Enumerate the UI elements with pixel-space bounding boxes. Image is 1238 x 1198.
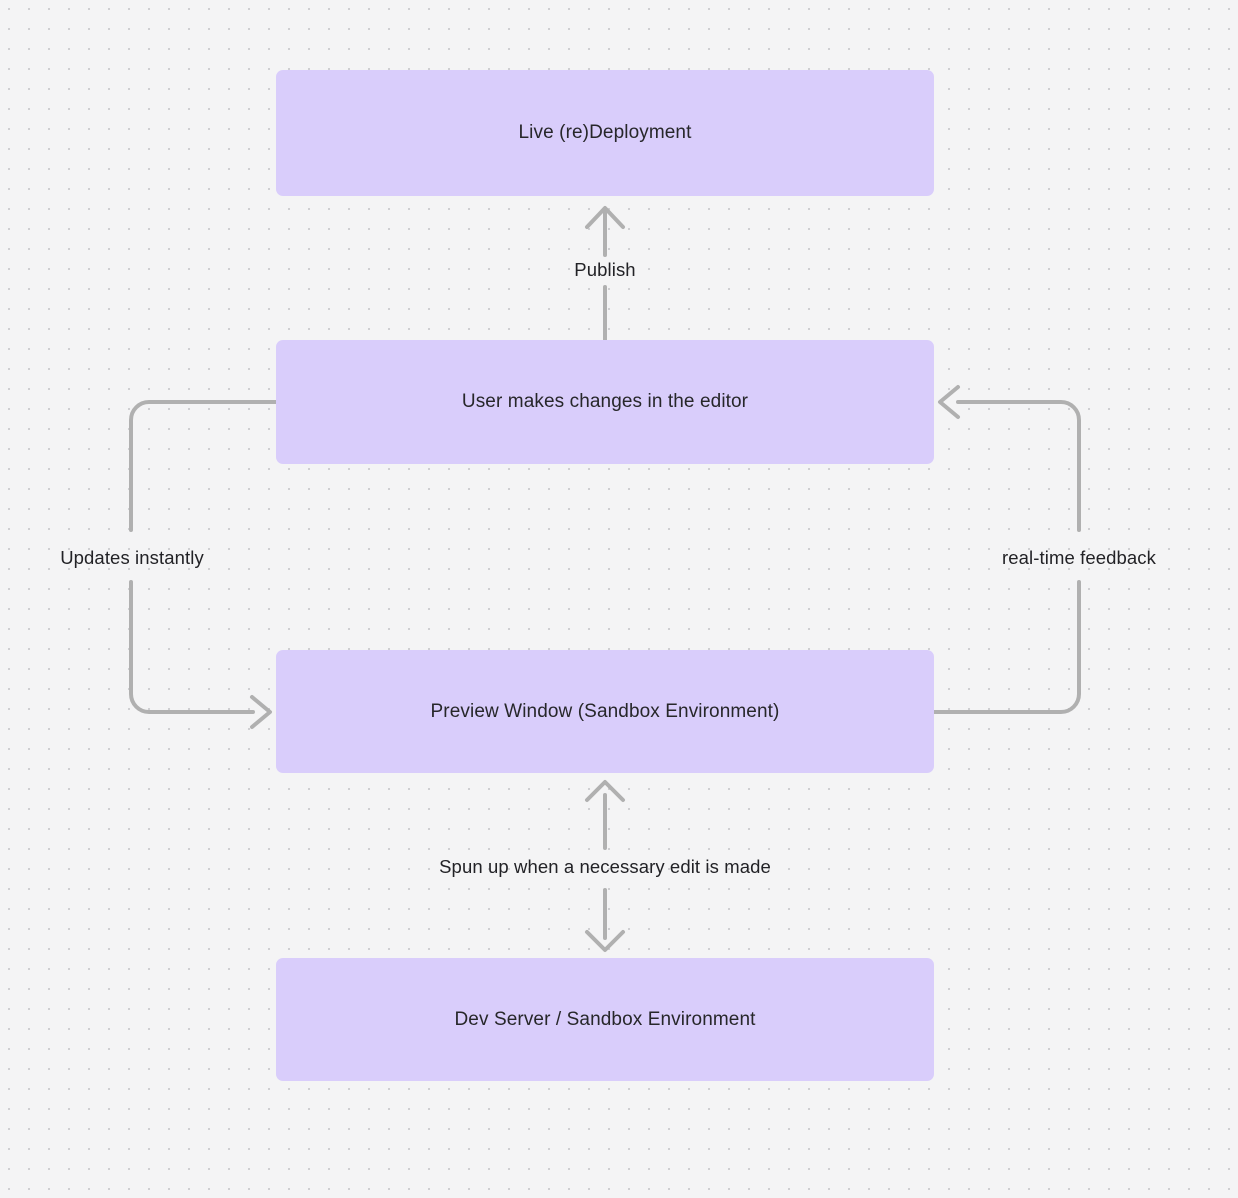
- node-dev-server[interactable]: Dev Server / Sandbox Environment: [276, 958, 934, 1081]
- node-dev-server-label: Dev Server / Sandbox Environment: [454, 1008, 756, 1030]
- edge-updates-instantly-lower: [129, 580, 255, 714]
- edge-label-updates-instantly: Updates instantly: [60, 546, 204, 568]
- node-preview-window-label: Preview Window (Sandbox Environment): [430, 700, 780, 722]
- edge-spun-up-arrowhead-down: [585, 930, 625, 952]
- node-user-edits[interactable]: User makes changes in the editor: [276, 340, 934, 464]
- edge-spun-up-arrowhead-up: [585, 780, 625, 802]
- edge-real-time-feedback-arrowhead: [938, 385, 960, 419]
- edge-real-time-feedback-lower: [932, 580, 1081, 714]
- edge-updates-instantly-arrowhead: [250, 695, 272, 729]
- node-live-deployment[interactable]: Live (re)Deployment: [276, 70, 934, 196]
- edge-updates-instantly-upper: [129, 400, 278, 532]
- node-live-deployment-label: Live (re)Deployment: [518, 122, 692, 144]
- edge-label-real-time-feedback: real-time feedback: [1002, 546, 1156, 568]
- edge-publish-arrowhead: [585, 206, 625, 229]
- edge-label-publish: Publish: [574, 258, 636, 280]
- node-user-edits-label: User makes changes in the editor: [461, 391, 749, 413]
- edge-label-spun-up: Spun up when a necessary edit is made: [439, 855, 771, 877]
- edge-real-time-feedback-upper: [956, 400, 1081, 532]
- node-preview-window[interactable]: Preview Window (Sandbox Environment): [276, 650, 934, 773]
